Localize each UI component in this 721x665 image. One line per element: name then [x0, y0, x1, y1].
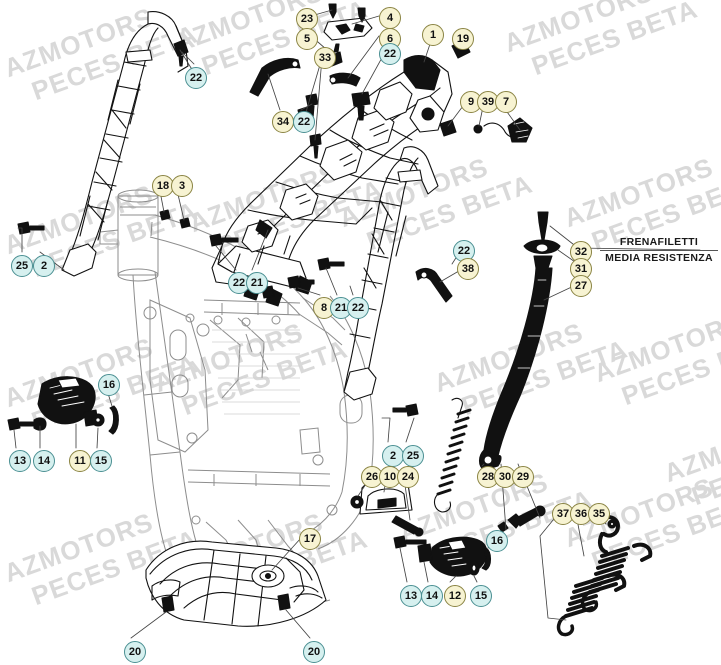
- note-line-1: FRENAFILETTI: [619, 236, 699, 248]
- frame-bolts-22-21: [209, 233, 345, 299]
- callout-18[interactable]: 18: [152, 175, 174, 197]
- callout-14[interactable]: 14: [33, 450, 55, 472]
- callout-7[interactable]: 7: [495, 91, 517, 113]
- callout-13[interactable]: 13: [9, 450, 31, 472]
- callout-15[interactable]: 15: [90, 450, 112, 472]
- callout-32[interactable]: 32: [570, 241, 592, 263]
- callout-2[interactable]: 2: [382, 445, 404, 467]
- tool-hook-38: [415, 267, 453, 303]
- frame-shading: [212, 329, 300, 415]
- callout-22[interactable]: 22: [185, 67, 207, 89]
- main-subframe-assembly: [211, 54, 453, 307]
- left-rail-bolt: [17, 221, 45, 235]
- side-stand-assembly: [433, 211, 561, 533]
- callout-22[interactable]: 22: [453, 240, 475, 262]
- left-footpeg-group: [7, 376, 119, 435]
- callout-13[interactable]: 13: [400, 585, 422, 607]
- headstock-screws: [159, 209, 191, 229]
- callout-22[interactable]: 22: [379, 43, 401, 65]
- callout-22[interactable]: 22: [347, 297, 369, 319]
- right-footpeg-group: [393, 535, 492, 577]
- callout-20[interactable]: 20: [303, 641, 325, 663]
- callout-2[interactable]: 2: [33, 255, 55, 277]
- callout-38[interactable]: 38: [457, 258, 479, 280]
- frame-side-plate: [143, 299, 210, 453]
- skid-plate: [145, 540, 327, 627]
- right-rail-bolt: [392, 403, 419, 417]
- callout-25[interactable]: 25: [402, 445, 424, 467]
- callout-37[interactable]: 37: [552, 503, 574, 525]
- frame-seat-rail: [203, 299, 301, 316]
- callout-29[interactable]: 29: [512, 466, 534, 488]
- top-hardware-group: [173, 3, 471, 159]
- callout-12[interactable]: 12: [444, 585, 466, 607]
- callout-33[interactable]: 33: [314, 47, 336, 69]
- callout-26[interactable]: 26: [361, 466, 383, 488]
- callout-1[interactable]: 1: [422, 24, 444, 46]
- frenafiletti-note: FRENAFILETTI MEDIA RESISTENZA: [600, 236, 718, 265]
- callout-20[interactable]: 20: [124, 641, 146, 663]
- callout-35[interactable]: 35: [588, 503, 610, 525]
- callout-21[interactable]: 21: [246, 272, 268, 294]
- note-line-2: MEDIA RESISTENZA: [605, 252, 713, 264]
- callout-23[interactable]: 23: [296, 8, 318, 30]
- callout-31[interactable]: 31: [570, 258, 592, 280]
- callout-16[interactable]: 16: [98, 374, 120, 396]
- callout-3[interactable]: 3: [171, 175, 193, 197]
- callout-11[interactable]: 11: [69, 450, 91, 472]
- callout-22[interactable]: 22: [293, 111, 315, 133]
- callout-4[interactable]: 4: [379, 7, 401, 29]
- left-subframe-rail: [61, 11, 189, 277]
- callout-27[interactable]: 27: [570, 275, 592, 297]
- callout-25[interactable]: 25: [11, 255, 33, 277]
- callout-10[interactable]: 10: [379, 466, 401, 488]
- callout-16[interactable]: 16: [486, 530, 508, 552]
- callout-14[interactable]: 14: [421, 585, 443, 607]
- callout-5[interactable]: 5: [296, 28, 318, 50]
- callout-15[interactable]: 15: [470, 585, 492, 607]
- callout-24[interactable]: 24: [397, 466, 419, 488]
- callout-17[interactable]: 17: [299, 528, 321, 550]
- callout-34[interactable]: 34: [272, 111, 294, 133]
- callout-19[interactable]: 19: [452, 28, 474, 50]
- right-subframe-rail: [343, 146, 439, 401]
- steering-head-tube: [99, 189, 159, 282]
- callout-8[interactable]: 8: [313, 297, 335, 319]
- note-rule: [600, 250, 718, 251]
